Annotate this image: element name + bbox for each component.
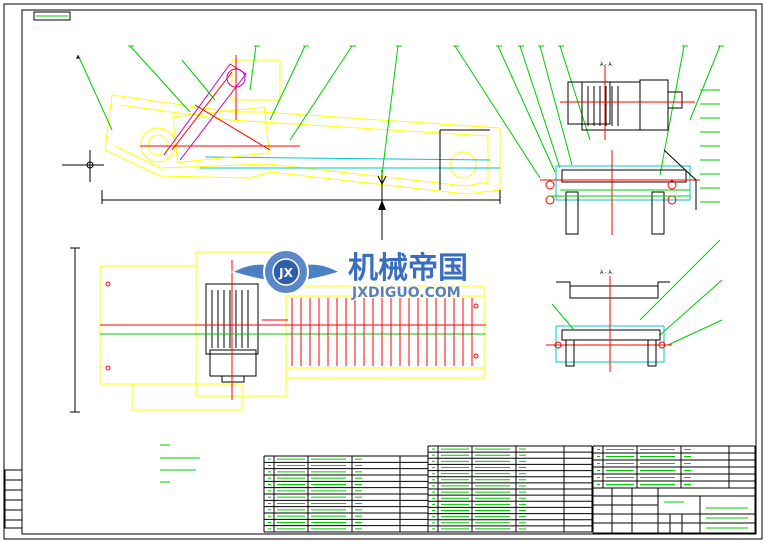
plan-view	[70, 247, 486, 413]
watermark-en: JXDIGUO.COM	[351, 285, 461, 301]
title-block	[592, 487, 756, 534]
inner-frame	[21, 9, 757, 535]
outer-frame	[3, 3, 763, 540]
leader-lines	[77, 45, 724, 346]
revision-block	[4, 469, 23, 529]
watermark-logo: JX	[230, 249, 342, 295]
logo-letters: JX	[278, 266, 293, 280]
section-label-top: A - A	[600, 62, 612, 68]
side-view	[62, 55, 501, 240]
svg-text:▲: ▲	[76, 54, 80, 60]
parts-list	[263, 445, 756, 533]
end-view-bottom: A - A	[546, 270, 672, 372]
section-label-bottom: A - A	[600, 270, 612, 276]
title-tab	[33, 11, 71, 21]
technical-notes	[160, 444, 200, 483]
watermark-cn: 机械帝国	[348, 251, 468, 286]
end-view-top	[540, 65, 700, 235]
